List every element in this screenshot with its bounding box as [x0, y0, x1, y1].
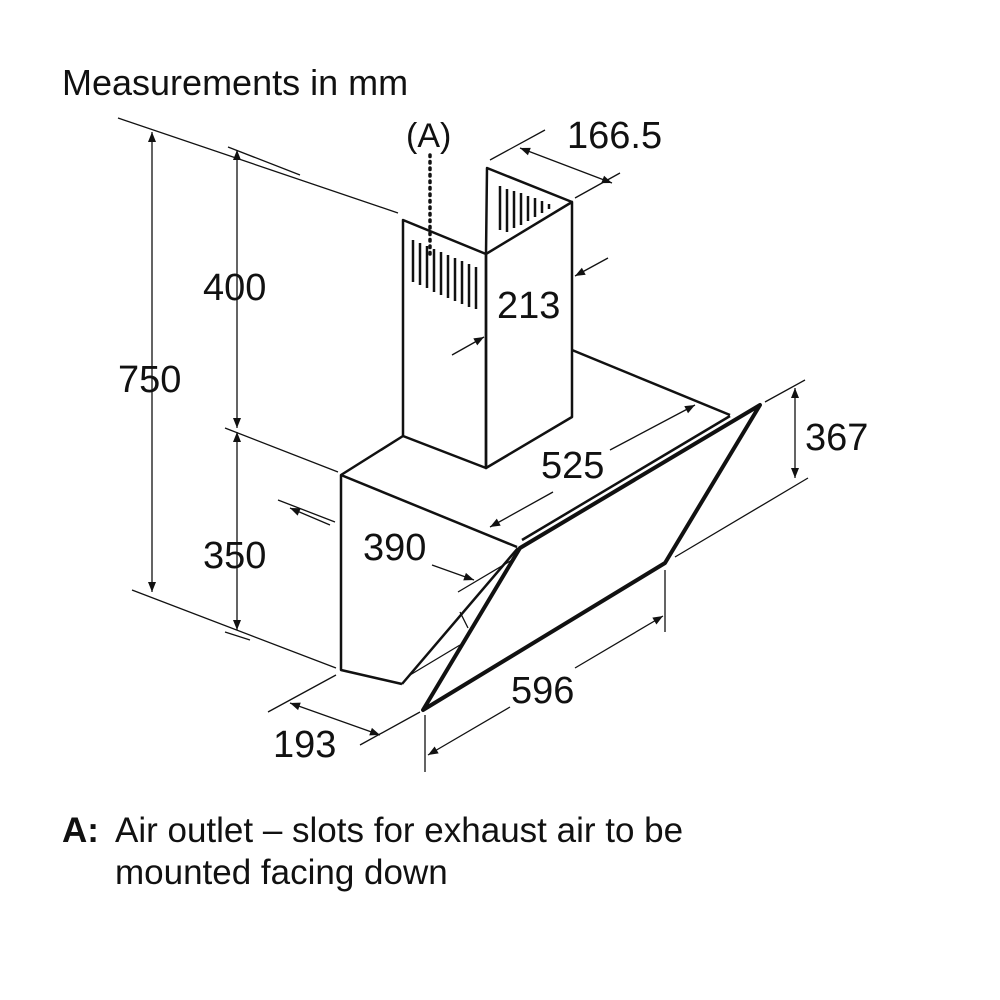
dim-166-5: 166.5 [567, 115, 662, 157]
dim-213: 213 [497, 285, 560, 327]
air-outlet-slots [411, 186, 551, 309]
legend-line-1: Air outlet – slots for exhaust air to be [115, 811, 683, 850]
legend-key: A: [62, 811, 99, 850]
dim-525: 525 [541, 445, 604, 487]
glass-panel [421, 403, 762, 712]
hood-body [339, 348, 731, 686]
label-a: (A) [406, 117, 451, 155]
dim-750: 750 [118, 359, 181, 401]
dim-596: 596 [511, 670, 574, 712]
dimension-lines [117, 117, 809, 772]
dim-367: 367 [805, 417, 868, 459]
dim-400: 400 [203, 267, 266, 309]
dim-193: 193 [273, 724, 336, 766]
chimney [401, 166, 574, 470]
dim-350: 350 [203, 535, 266, 577]
legend: A: Air outlet – slots for exhaust air to… [62, 811, 683, 892]
legend-line-2: mounted facing down [115, 853, 448, 892]
title: Measurements in mm [62, 62, 408, 103]
dim-390: 390 [363, 527, 426, 569]
